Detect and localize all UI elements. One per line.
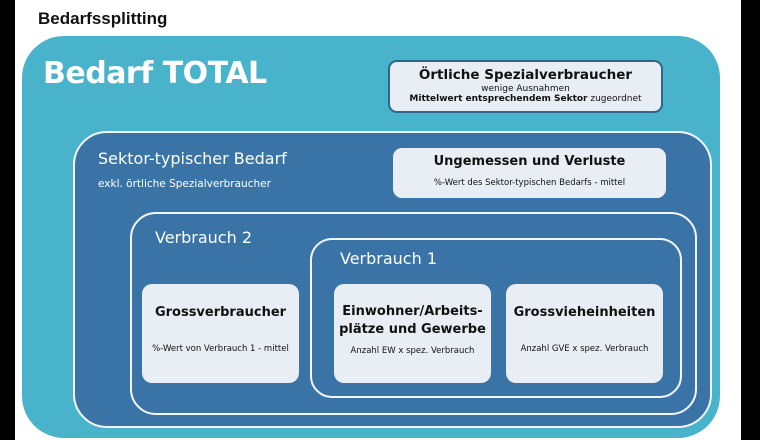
bedarf-total-label: Bedarf TOTAL xyxy=(43,56,267,91)
oertliche-heading: Örtliche Spezialverbraucher xyxy=(418,67,633,83)
verbrauch2-label: Verbrauch 2 xyxy=(155,228,253,247)
grossverbraucher-detail: %-Wert von Verbrauch 1 - mittel xyxy=(152,344,289,354)
verbrauch1-label: Verbrauch 1 xyxy=(340,249,438,268)
oertliche-spezialverbraucher-box: Örtliche Spezialverbraucher wenige Ausna… xyxy=(388,60,663,113)
einwohner-detail: Anzahl EW x spez. Verbrauch xyxy=(350,346,475,356)
einwohner-heading-line2: plätze und Gewerbe xyxy=(339,322,486,337)
slide: Bedarfssplitting Bedarf TOTAL Örtliche S… xyxy=(15,0,741,440)
ungemessen-detail: %-Wert des Sektor-typischen Bedarfs - mi… xyxy=(433,178,626,188)
grossverbraucher-heading: Grossverbraucher xyxy=(154,305,287,320)
verbrauch1-container xyxy=(310,238,682,398)
page-title: Bedarfssplitting xyxy=(38,9,168,28)
grossvieh-detail: Anzahl GVE x spez. Verbrauch xyxy=(520,344,649,354)
einwohner-box: Einwohner/Arbeits- plätze und Gewerbe An… xyxy=(334,284,491,383)
oertliche-line2-rest: zugeordnet xyxy=(587,94,642,104)
oertliche-line2-bold: Mittelwert entsprechendem Sektor xyxy=(409,94,588,104)
ungemessen-verluste-box: Ungemessen und Verluste %-Wert des Sekto… xyxy=(393,148,666,198)
grossvieh-heading: Grossvieheinheiten xyxy=(513,305,656,320)
einwohner-heading-line1: Einwohner/Arbeits- xyxy=(342,304,483,319)
oertliche-line1: wenige Ausnahmen xyxy=(481,84,570,94)
sektor-sublabel: exkl. örtliche Spezialverbraucher xyxy=(98,178,271,190)
grossvieheinheiten-box: Grossvieheinheiten Anzahl GVE x spez. Ve… xyxy=(506,284,663,383)
ungemessen-heading: Ungemessen und Verluste xyxy=(433,154,626,169)
grossverbraucher-box: Grossverbraucher %-Wert von Verbrauch 1 … xyxy=(142,284,299,383)
oertliche-line2: Mittelwert entsprechendem Sektor zugeord… xyxy=(390,94,661,104)
sektor-label: Sektor-typischer Bedarf xyxy=(98,149,287,168)
verbrauch2-container xyxy=(130,212,697,415)
